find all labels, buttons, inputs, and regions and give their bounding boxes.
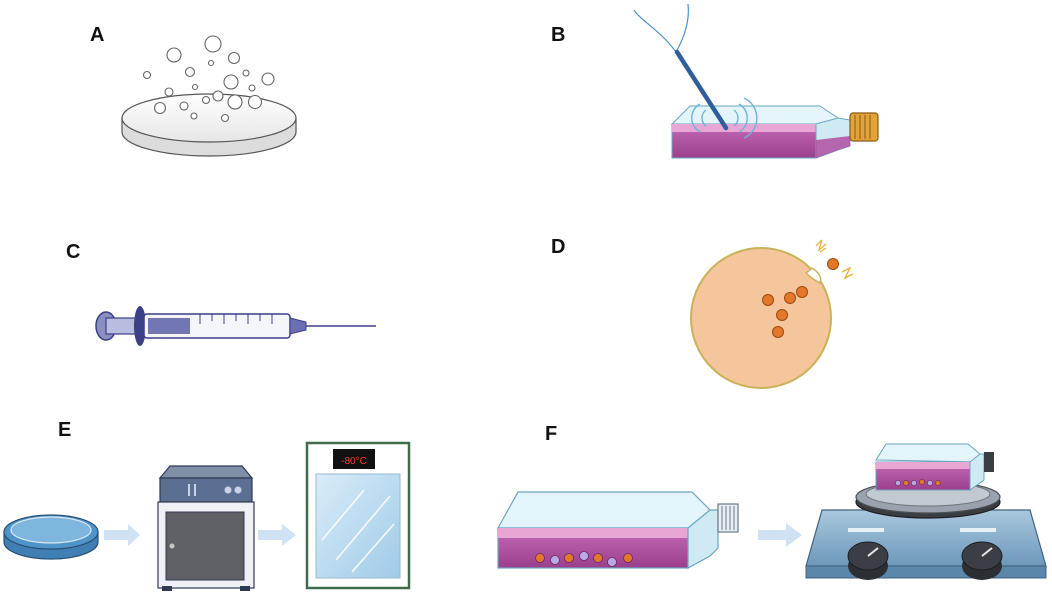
magnetic-stirrer-icon — [805, 443, 1047, 580]
arrow-right-icon — [758, 523, 802, 547]
culture-flask-particles-icon — [496, 491, 739, 570]
incubator-icon — [157, 465, 255, 591]
panel-label-a: A — [90, 24, 105, 46]
culture-flask-sonication-icon — [633, 3, 879, 159]
panel-label-f: F — [545, 423, 558, 445]
panel-label-d: D — [551, 236, 566, 258]
panel-label-c: C — [66, 241, 81, 263]
panel-label-b: B — [551, 24, 566, 46]
cell-release-particles-icon — [690, 239, 854, 389]
panel-label-e: E — [58, 419, 72, 441]
petri-dish-icon — [3, 514, 99, 560]
arrow-right-icon — [258, 524, 296, 546]
freezer-temperature-readout: -80°C — [341, 456, 367, 467]
syringe-icon — [95, 306, 376, 346]
arrow-right-icon — [104, 524, 140, 546]
freezer-icon — [305, 441, 411, 590]
petri-dish-bubbles-icon — [121, 35, 297, 157]
